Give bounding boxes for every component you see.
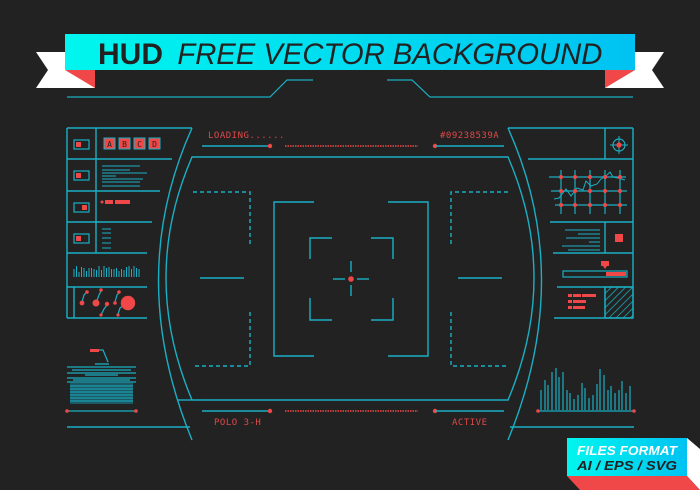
crosshair-center-dot [348,276,354,282]
toggle-3 [73,202,90,213]
left-dashed-bracket-bottom [193,312,251,367]
text-lines-right [562,229,600,251]
corner-tl [309,237,332,259]
hatched-block [604,286,634,319]
text-lines-2 [102,228,111,249]
text-lines-1 [102,165,147,187]
red-bullet-list [568,294,596,309]
ribbon-right-fold [605,70,635,88]
toggle-2 [73,170,90,181]
key-d: D [152,140,157,149]
large-bracket-left [273,201,314,357]
stacked-device-left [65,349,138,413]
badge-bottom-red [567,476,700,490]
corner-br [371,298,394,321]
title-banner: HUD FREE VECTOR BACKGROUND [36,34,664,88]
badge-side-white [687,438,700,490]
corner-tr [371,237,394,259]
equalizer-right [540,368,631,410]
red-square-indicator [615,234,623,242]
left-base-lines [67,399,192,428]
active-label: ACTIVE [452,418,488,428]
badge-line-2: AI / EPS / SVG [576,458,677,473]
bottom-status-bar: POLO 3-H ACTIVE [202,408,504,428]
red-indicator-bar [100,200,130,204]
viewport-frame [157,127,543,441]
toggle-1 [73,139,90,150]
banner-title: HUD FREE VECTOR BACKGROUND [98,38,602,71]
key-buttons: A B C D [103,137,161,150]
top-status-bar: LOADING...... #09238539A [202,131,504,149]
right-dashed-bracket-bottom [450,312,508,367]
key-b: B [122,140,127,149]
viewport-content [193,191,508,367]
left-dashed-bracket-top [193,191,251,246]
hex-code-label: #09238539A [440,131,499,141]
toggle-4 [73,233,90,244]
line-graph [549,170,627,214]
equalizer-left [73,266,140,277]
banner-body [65,34,635,70]
badge-body [567,438,687,476]
key-c: C [137,140,142,149]
polo-label: POLO 3-H [214,418,261,428]
ribbon-left-fold [65,70,95,88]
target-reticle-icon [610,136,628,154]
corner-bl [309,298,332,321]
key-a: A [107,140,112,149]
large-bracket-right [388,201,429,357]
banner-title-rest: FREE VECTOR BACKGROUND [177,38,602,71]
left-panel: A B C D [66,127,192,319]
right-dashed-bracket-top [450,191,508,246]
badge-line-1: FILES FORMAT [577,443,678,458]
right-panel [508,127,634,319]
banner-title-bold: HUD [98,38,163,71]
header-connector-lines [67,79,633,98]
node-circuit [79,288,136,317]
files-format-badge: FILES FORMAT AI / EPS / SVG [567,438,700,490]
right-equalizer-base [536,409,636,413]
loading-label: LOADING...... [208,131,285,141]
progress-slider [562,261,628,278]
